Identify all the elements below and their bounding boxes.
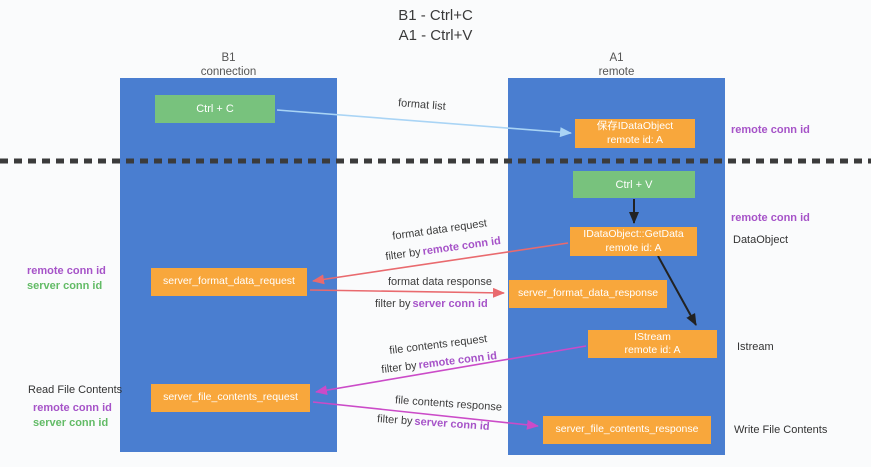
column-b1-name: B1: [221, 52, 236, 64]
side-server-conn-id-left-top: server conn id: [27, 280, 103, 292]
side-remote-conn-id-right-top: remote conn id: [731, 124, 810, 136]
side-istream: Istream: [737, 341, 774, 353]
node-ctrl-c: Ctrl + C: [155, 95, 275, 123]
column-header-b1: B1 connection: [120, 51, 337, 80]
column-a1-name: A1: [609, 52, 624, 64]
format-data-response-text: format data response: [388, 276, 492, 288]
node-istream-line2: remote id: A: [624, 344, 681, 356]
label-format-data-response: format data response: [388, 276, 492, 288]
title-line-2: A1 - Ctrl+V: [398, 27, 473, 45]
node-ctrl-v: Ctrl + V: [573, 171, 695, 198]
arrow-file-contents-request: [315, 345, 587, 396]
filter-by-text: filter by: [376, 413, 413, 428]
arrow-format-list: [276, 109, 572, 138]
title-line-1: B1 - Ctrl+C: [398, 7, 473, 24]
node-istream: IStream remote id: A: [588, 330, 717, 358]
side-remote-conn-id-left-top: remote conn id: [27, 265, 106, 277]
node-save-idataobject: 保存IDataObject remote id: A: [575, 119, 695, 148]
diagram-title: B1 - Ctrl+C A1 - Ctrl+V: [0, 6, 871, 47]
column-header-a1: A1 remote: [508, 51, 725, 80]
node-format-request-label: server_format_data_request: [163, 275, 295, 288]
node-format-response-label: server_format_data_response: [517, 287, 659, 300]
node-save-idataobject-line1: 保存IDataObject: [596, 120, 674, 133]
arrow-file-contents-response: [312, 401, 539, 430]
node-ctrl-c-label: Ctrl + C: [196, 103, 234, 115]
node-getdata-line2: remote id: A: [605, 241, 662, 254]
side-remote-conn-id-left-bottom: remote conn id: [33, 402, 112, 414]
side-remote-conn-id-right-mid: remote conn id: [731, 212, 810, 224]
node-save-idataobject-line2: remote id: A: [606, 133, 664, 146]
node-server-file-contents-response: server_file_contents_response: [543, 416, 711, 444]
server-conn-id-text: server conn id: [412, 298, 488, 310]
node-server-format-data-request: server_format_data_request: [151, 268, 307, 296]
arrow-format-data-response: [309, 287, 505, 298]
side-write-file-contents: Write File Contents: [734, 424, 828, 436]
arrow-getdata-to-istream: [657, 255, 697, 326]
arrow-format-data-request: [312, 242, 569, 285]
node-server-format-data-response: server_format_data_response: [509, 280, 667, 308]
filter-by-text: filter by: [375, 298, 411, 310]
node-file-request-label: server_file_contents_request: [163, 391, 298, 404]
side-read-file-contents: Read File Contents: [28, 384, 123, 396]
node-idataobject-getdata: IDataObject::GetData remote id: A: [570, 227, 697, 256]
side-server-conn-id-left-bottom: server conn id: [33, 417, 109, 429]
column-b1-subtitle: connection: [200, 66, 257, 79]
node-file-response-label: server_file_contents_response: [555, 423, 699, 436]
side-dataobject: DataObject: [733, 234, 789, 246]
node-istream-line1: IStream: [634, 330, 671, 343]
node-ctrl-v-label: Ctrl + V: [615, 178, 653, 191]
node-server-file-contents-request: server_file_contents_request: [151, 384, 310, 412]
node-getdata-line1: IDataObject::GetData: [583, 228, 684, 241]
column-a1-subtitle: remote: [598, 66, 635, 79]
